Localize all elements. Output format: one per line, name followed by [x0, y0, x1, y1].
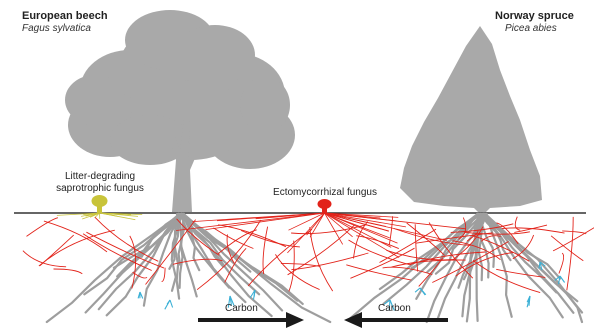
ecto-hypha — [291, 253, 368, 270]
saprotrophic-label-line2: saprotrophic fungus — [50, 183, 150, 195]
ectomycorrhizal-mushroom-icon — [318, 199, 332, 213]
ecto-hypha — [275, 254, 319, 289]
ecto-hypha — [176, 213, 324, 231]
ecto-hypha — [44, 221, 107, 252]
ecto-hypha — [562, 231, 586, 234]
ecto-hypha — [551, 236, 583, 261]
canopy-blob — [175, 25, 255, 85]
root-tip-icon — [170, 300, 173, 308]
saprotrophic-label-line1: Litter-degrading — [50, 171, 150, 183]
ecto-hypha — [559, 253, 564, 273]
saprotrophic-hyphae — [57, 213, 142, 220]
beech-tree-canopy — [65, 10, 295, 169]
ecto-hypha — [263, 227, 268, 274]
saprotrophic-mushroom-icon — [92, 195, 108, 213]
ecto-hypha — [27, 218, 58, 237]
carbon-label-right: Carbon — [378, 303, 411, 314]
beech-name: European beech — [22, 10, 108, 23]
ectomycorrhizal-hyphae — [23, 213, 594, 293]
ecto-hypha — [218, 225, 286, 247]
saprotrophic-label: Litter-degrading saprotrophic fungus — [50, 171, 150, 195]
beech-latin: Fagus sylvatica — [22, 23, 91, 35]
carbon-arrow-right-icon — [198, 312, 304, 328]
ecto-hypha — [23, 251, 66, 267]
ecto-hypha — [218, 230, 257, 254]
ecto-hypha — [192, 213, 324, 222]
ecto-hypha — [502, 228, 565, 233]
ecto-hypha — [310, 227, 333, 291]
ecto-hypha — [54, 269, 83, 274]
ecto-hypha — [162, 268, 166, 282]
ectomycorrhizal-label: Ectomycorrhizal fungus — [263, 187, 387, 199]
ecto-hypha — [407, 223, 445, 255]
ecto-hypha — [356, 236, 399, 249]
ecto-hypha — [349, 240, 411, 265]
canopy-blob — [240, 77, 290, 133]
ecto-hypha — [248, 229, 312, 286]
ecto-hypha — [39, 230, 115, 266]
spruce-latin: Picea abies — [505, 23, 557, 35]
carbon-arrow-left-icon — [344, 312, 448, 328]
ecto-hypha — [40, 235, 74, 266]
spruce-name: Norway spruce — [495, 10, 574, 23]
ecto-hypha — [567, 217, 573, 290]
spruce-tree — [400, 26, 542, 212]
carbon-label-left: Carbon — [225, 303, 258, 314]
beech-roots — [47, 214, 330, 322]
canopy-blob — [65, 75, 125, 125]
